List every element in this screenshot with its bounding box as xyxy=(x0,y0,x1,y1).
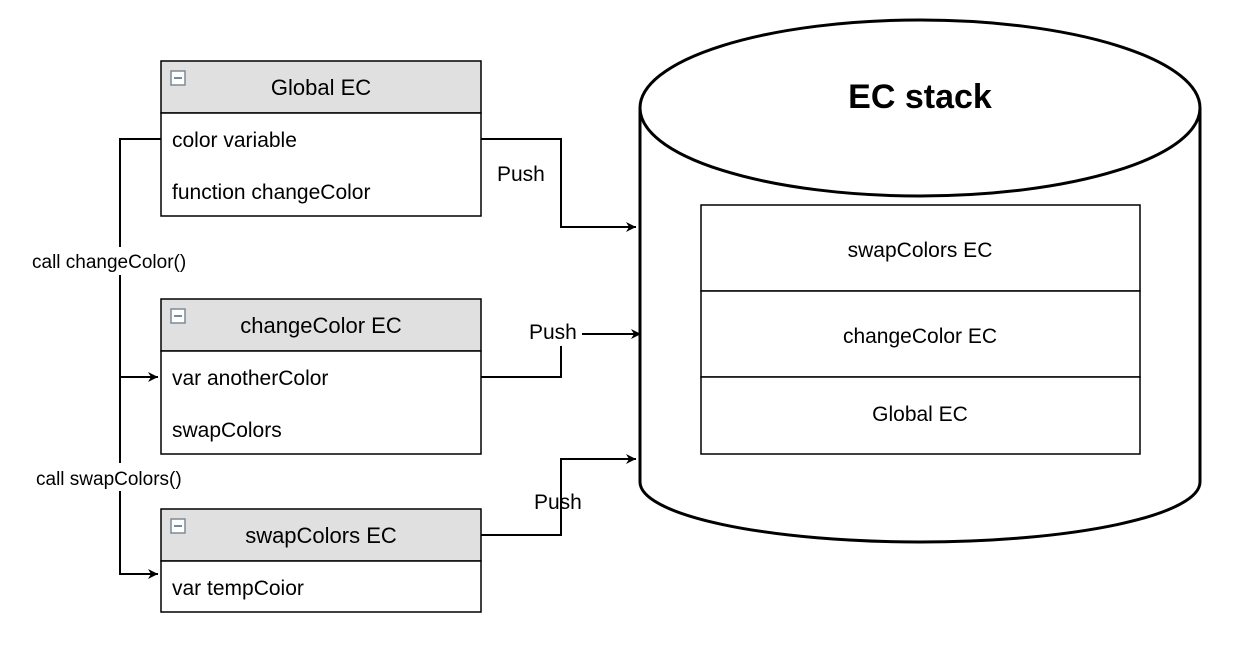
call-connector-lines xyxy=(119,138,161,579)
minus-square-icon[interactable] xyxy=(170,70,186,86)
call-label-swapcolors: call swapColors() xyxy=(36,469,182,490)
cylinder-top xyxy=(638,18,1202,198)
box-title: Global EC xyxy=(271,75,371,100)
stack-item: changeColor EC xyxy=(843,325,997,348)
call-label-changecolor: call changeColor() xyxy=(32,252,186,273)
global-ec-box: Global EC color variable function change… xyxy=(160,60,482,217)
minus-square-icon[interactable] xyxy=(170,308,186,324)
stack-row xyxy=(700,290,1141,378)
swapcolors-ec-box: swapColors EC var tempCoior xyxy=(160,508,482,613)
push-label-global: Push xyxy=(497,163,545,186)
box-item: swapColors xyxy=(172,419,282,442)
box-item: function changeColor xyxy=(172,181,370,204)
box-body xyxy=(160,350,482,455)
changecolor-ec-box: changeColor EC var anotherColor swapColo… xyxy=(160,298,482,455)
push-line-swapcolors xyxy=(481,454,636,536)
box-header xyxy=(160,60,482,114)
stack-title: EC stack xyxy=(848,78,992,116)
box-item: var tempCoior xyxy=(172,577,304,600)
stack-row xyxy=(700,204,1141,292)
push-line-changecolor xyxy=(481,329,641,378)
push-line-global xyxy=(481,138,636,232)
minus-square-icon[interactable] xyxy=(170,518,186,534)
stack-item: swapColors EC xyxy=(848,239,993,262)
box-item: var anotherColor xyxy=(172,367,328,390)
call-label-bg xyxy=(26,247,216,275)
stack-item: Global EC xyxy=(872,403,968,426)
box-body xyxy=(160,560,482,613)
stack-table: swapColors EC changeColor EC Global EC xyxy=(700,204,1141,455)
push-label-changecolor: Push xyxy=(529,321,577,344)
call-line-changecolor-to-swapcolors xyxy=(119,377,158,579)
push-label-swapcolors: Push xyxy=(534,491,582,514)
box-item: color variable xyxy=(172,129,297,152)
box-title: changeColor EC xyxy=(240,313,402,338)
box-header xyxy=(160,298,482,352)
call-label-bg xyxy=(30,463,210,491)
push-label-bg xyxy=(526,320,582,346)
push-connector-lines xyxy=(481,138,641,536)
stack-row xyxy=(700,376,1141,455)
ec-stack-cylinder: EC stack swapColors EC changeColor EC Gl… xyxy=(638,18,1202,544)
box-header xyxy=(160,508,482,562)
box-body xyxy=(160,112,482,217)
box-title: swapColors EC xyxy=(245,523,397,548)
